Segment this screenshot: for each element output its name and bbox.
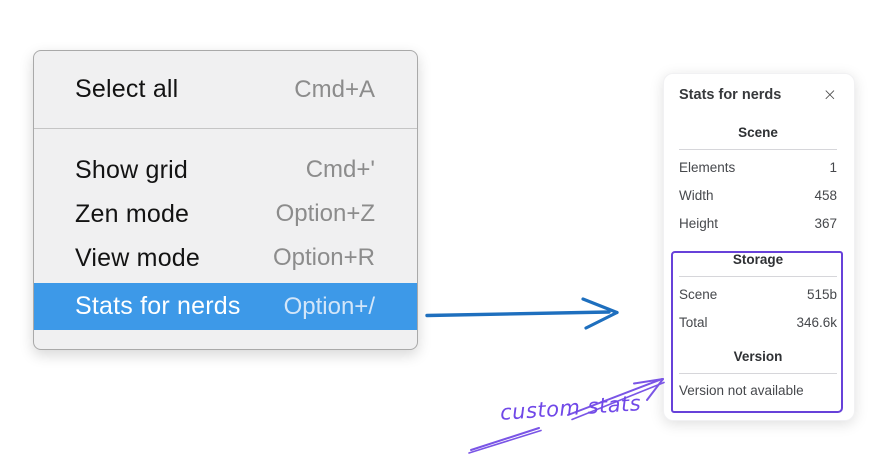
stat-value: 458 [814, 187, 837, 203]
section-divider [679, 373, 837, 374]
stat-row-width: Width 458 [679, 181, 837, 209]
stat-value: 515b [806, 286, 837, 302]
menu-item-zen-mode[interactable]: Zen mode Option+Z [34, 192, 417, 236]
stat-row-total-size: Total 346.6k [679, 308, 837, 336]
stat-label: Height [679, 215, 719, 231]
menu-item-select-all[interactable]: Select all Cmd+A [34, 51, 417, 128]
stat-value: 367 [814, 215, 837, 231]
stat-row-scene-size: Scene 515b [679, 280, 837, 308]
menu-item-view-mode[interactable]: View mode Option+R [34, 236, 417, 280]
section-header-scene: Scene [738, 125, 778, 140]
scene-stats: Elements 1 Width 458 Height 367 [679, 153, 837, 237]
menu-item-label: Select all [75, 75, 179, 103]
context-menu: Select all Cmd+A Show grid Cmd+' Zen mod… [33, 50, 418, 350]
menu-item-shortcut: Cmd+' [305, 156, 375, 183]
stat-label: Scene [679, 286, 718, 302]
section-header-version: Version [733, 349, 783, 364]
section-divider [679, 149, 837, 150]
stats-panel-title: Stats for nerds [679, 87, 782, 103]
close-icon[interactable]: × [822, 85, 837, 105]
stats-panel-header: Stats for nerds × [679, 85, 837, 105]
section-header-storage: Storage [732, 252, 784, 267]
menu-separator [34, 128, 417, 129]
section-divider [679, 276, 837, 277]
stat-row-height: Height 367 [679, 209, 837, 237]
stat-value: 346.6k [796, 314, 837, 330]
stat-label: Total [679, 314, 708, 330]
stat-label: Width [679, 187, 714, 203]
menu-item-stats-for-nerds[interactable]: Stats for nerds Option+/ [34, 283, 417, 330]
menu-item-shortcut: Cmd+A [294, 75, 375, 103]
stat-row-elements: Elements 1 [679, 153, 837, 181]
menu-item-label: Show grid [75, 155, 188, 184]
menu-item-shortcut: Option+R [272, 244, 375, 271]
menu-item-shortcut: Option+Z [275, 200, 375, 227]
version-status-text: Version not available [679, 383, 804, 398]
custom-stats-annotation: custom stats [499, 391, 642, 425]
menu-item-label: Zen mode [75, 199, 190, 228]
menu-item-shortcut: Option+/ [283, 292, 375, 320]
stat-label: Elements [679, 159, 736, 175]
menu-item-show-grid[interactable]: Show grid Cmd+' [34, 148, 417, 192]
stats-panel: Stats for nerds × Scene Elements 1 Width… [663, 73, 855, 421]
pointer-arrow-icon [425, 297, 619, 330]
stat-value: 1 [829, 159, 837, 175]
menu-item-label: View mode [75, 243, 201, 272]
menu-group: Show grid Cmd+' Zen mode Option+Z View m… [34, 129, 417, 330]
menu-item-label: Stats for nerds [75, 292, 241, 320]
storage-stats: Scene 515b Total 346.6k [679, 280, 837, 336]
